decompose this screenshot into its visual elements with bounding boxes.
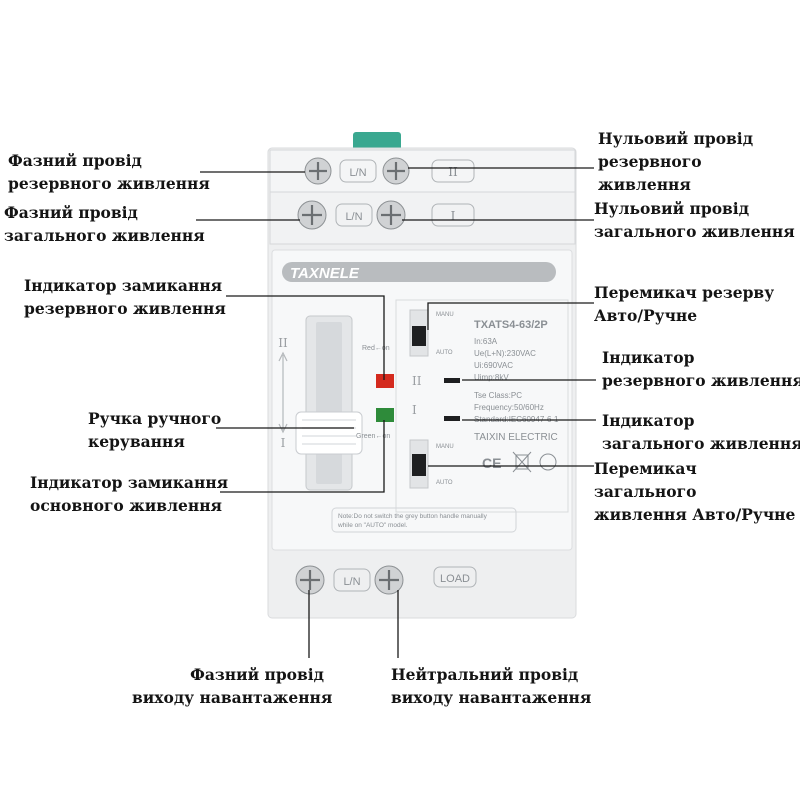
tag-load: [433, 566, 477, 588]
tag-backup-source-text: II: [448, 165, 458, 179]
main-close-indicator: [376, 408, 394, 422]
backup-manu-text: MANU: [436, 312, 454, 318]
backup-auto-text: AUTO: [436, 350, 453, 356]
backup-close-indicator: [376, 374, 394, 388]
brand-logo: TAXNELE: [290, 265, 360, 282]
main-manu-text: MANU: [436, 444, 454, 450]
leader-backup-switch: [427, 302, 594, 330]
tag-load-ln: [333, 568, 371, 592]
handle-pos-1: I: [281, 436, 286, 450]
note-line-1: Note:Do not switch the grey button handl…: [338, 513, 488, 520]
handle-pos-2: II: [278, 336, 288, 350]
screw-main-phase: [297, 200, 327, 230]
ce-mark: CE: [482, 455, 501, 471]
screw-load-neutral: [374, 565, 404, 595]
indicator-pos-2: II: [412, 374, 422, 388]
manufacturer-text: TAIXIN ELECTRIC: [474, 432, 558, 443]
backup-auto-manual-switch[interactable]: [412, 326, 426, 346]
model-text: TXATS4-63/2P: [474, 319, 548, 331]
screw-backup-neutral: [382, 157, 410, 185]
backup-power-indicator: [444, 378, 460, 383]
screw-load-phase: [295, 565, 325, 595]
note-box: [331, 507, 517, 533]
main-power-indicator: [444, 416, 460, 421]
svg-text:Uimp:8kV: Uimp:8kV: [474, 373, 509, 382]
tag-main-source-text: I: [451, 209, 456, 223]
leader-backup-close-indicator: [226, 295, 385, 380]
tag-backup-source: [431, 159, 475, 183]
main-auto-text: AUTO: [436, 480, 453, 486]
tag-load-text: LOAD: [440, 573, 470, 585]
brand-bar: [282, 262, 556, 282]
tag-backup-ln: [339, 159, 377, 183]
svg-text:Frequency:50/60Hz: Frequency:50/60Hz: [474, 403, 544, 412]
indicator-pos-1: I: [412, 403, 417, 417]
svg-text:Ue(L+N):230VAC: Ue(L+N):230VAC: [474, 349, 536, 358]
info-panel: [395, 299, 569, 513]
svg-text:In:63A: In:63A: [474, 337, 498, 346]
screw-main-neutral: [376, 200, 406, 230]
tag-load-ln-text: L/N: [343, 576, 360, 588]
svg-text:Tse Class:PC: Tse Class:PC: [474, 391, 522, 400]
red-on-text: Red←on: [362, 345, 390, 352]
leader-main-close-indicator: [220, 420, 385, 493]
tag-main-ln-text: L/N: [345, 211, 362, 223]
recycle-icon: [539, 453, 557, 471]
weee-icon: [512, 451, 532, 473]
svg-text:Ui:690VAC: Ui:690VAC: [474, 361, 513, 370]
screw-backup-phase: [304, 157, 332, 185]
green-on-text: Green←on: [356, 433, 390, 440]
main-auto-manual-switch[interactable]: [412, 454, 426, 476]
note-line-2: while on "AUTO" model.: [337, 522, 408, 529]
tag-main-source: [431, 203, 475, 227]
tag-backup-ln-text: L/N: [349, 167, 366, 179]
tag-main-ln: [335, 203, 373, 227]
